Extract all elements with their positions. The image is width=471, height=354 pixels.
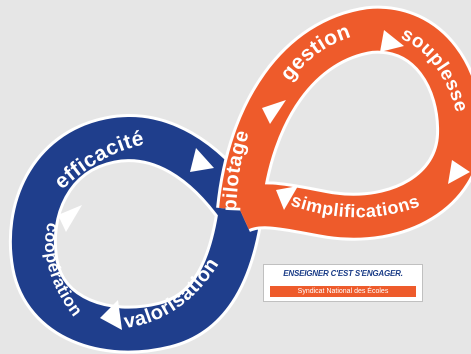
organization-logo: ENSEIGNER C'EST S'ENGAGER. Syndicat Nati… xyxy=(263,264,423,302)
blue-loop-band xyxy=(11,117,261,351)
orange-chevron-3 xyxy=(448,160,470,184)
logo-slogan: ENSEIGNER C'EST S'ENGAGER. xyxy=(283,269,403,278)
blue-chevron-2 xyxy=(100,300,122,330)
logo-organization-name: Syndicat National des Écoles xyxy=(270,286,416,297)
orange-loop-band xyxy=(219,8,471,238)
orange-loop xyxy=(216,5,471,241)
orange-chevron-4 xyxy=(276,186,298,210)
orange-chevron-2 xyxy=(380,30,404,52)
blue-loop xyxy=(8,114,264,354)
blue-chevron-1 xyxy=(58,205,82,232)
blue-chevron-3 xyxy=(190,148,214,172)
orange-chevron-1 xyxy=(262,100,286,124)
